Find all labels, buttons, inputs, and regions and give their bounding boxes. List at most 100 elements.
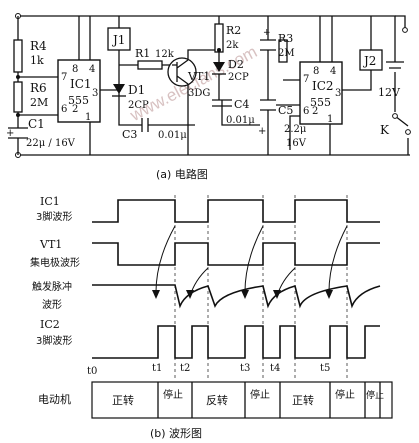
label-text: 2CP (128, 100, 149, 111)
label-text: IC2 (312, 79, 334, 93)
ic2-chip (299, 61, 343, 125)
label-text: 4 (330, 66, 336, 77)
motor-label: 电动机 (38, 392, 71, 406)
row-label-ic1: IC1 (40, 195, 60, 208)
label-text: J1 (111, 33, 125, 47)
row-sub-ic2: 3脚波形 (36, 334, 72, 347)
label-text: C4 (234, 98, 249, 111)
j1-wires (100, 16, 142, 126)
motor-state-1: 正转 (112, 393, 134, 407)
ic2-wires (276, 16, 358, 155)
r1-resistor (137, 60, 163, 70)
time-label-t5: t5 (320, 363, 330, 374)
motor-state-6: 停止 (335, 388, 355, 401)
label-text: C1 (28, 117, 45, 131)
row-labels: IC1 3脚波形 VT1 集电极波形 触发脉冲 波形 IC2 3脚波形 (30, 195, 80, 347)
label-text: R2 (226, 24, 241, 37)
circuit-caption: (a) 电路图 (156, 168, 208, 181)
label-text: 2 (72, 104, 78, 115)
motor-state-strip (91, 381, 393, 419)
label-text: 3 (92, 88, 98, 99)
r2-resistor (214, 23, 224, 53)
ic1-waveform (92, 199, 380, 223)
row-sub-trig: 波形 (42, 298, 62, 311)
switch-k (394, 115, 409, 155)
label-text: 6 (61, 104, 67, 115)
label-text: 8 (313, 66, 319, 77)
vt1-waveform (92, 242, 380, 266)
label-text: + (258, 126, 266, 137)
ic2-waveform (92, 325, 380, 359)
circuit-diagram: www.elecfans.com + R4 1k R6 2M C1 22μ / … (6, 13, 411, 181)
label-text: C5 (278, 104, 293, 117)
c1-capacitor (8, 127, 28, 139)
label-text: D2 (228, 58, 244, 71)
label-text: VT1 (187, 70, 210, 83)
time-label-t1: t1 (152, 363, 162, 374)
label-text: R1 (135, 47, 150, 60)
label-text: 1k (30, 54, 44, 67)
label-text: 4 (89, 64, 95, 75)
r4-resistor (13, 39, 23, 73)
label-text: 2M (278, 48, 295, 59)
row-label-vt1: VT1 (39, 238, 62, 251)
label-text: K (380, 123, 390, 137)
time-label-t4: t4 (270, 363, 280, 374)
motor-state-8: 停止 (366, 389, 384, 401)
label-text: 16V (286, 138, 307, 149)
label-text: D1 (128, 83, 145, 97)
battery (386, 61, 404, 69)
label-text: 12V (378, 86, 401, 99)
label-text: 3 (335, 88, 341, 99)
label-text: IC1 (70, 77, 92, 91)
r3-resistor (278, 39, 288, 63)
row-label-ic2: IC2 (40, 318, 60, 331)
label-text: C3 (122, 128, 137, 141)
r6-resistor (13, 81, 23, 113)
c4-capacitor (212, 99, 232, 107)
label-text: R3 (278, 32, 293, 45)
label-text: 2k (226, 40, 239, 51)
time-label-t0: t0 (87, 366, 97, 377)
c2-capacitor (260, 39, 276, 51)
trigger-arrows (152, 225, 348, 299)
label-text: 7 (303, 74, 309, 85)
label-text: R6 (30, 81, 47, 95)
motor-state-3: 反转 (206, 393, 228, 407)
waveform-caption: (b) 波形图 (150, 427, 202, 440)
label-text: J2 (362, 54, 376, 68)
label-text: 7 (61, 72, 67, 83)
label-text: 2CP (228, 72, 249, 83)
motor-state-5: 正转 (292, 393, 314, 407)
row-sub-ic1: 3脚波形 (36, 210, 72, 223)
label-text: 12k (155, 49, 175, 60)
row-label-trig: 触发脉冲 (32, 280, 72, 293)
motor-state-2: 停止 (163, 388, 183, 401)
label-text: 555 (310, 96, 331, 109)
ic1-wires (18, 16, 91, 155)
label-text: 2M (30, 96, 48, 109)
label-text: 0.01μ (226, 115, 255, 126)
c3-capacitor (141, 118, 195, 132)
label-text: + (263, 28, 271, 38)
trigger-waveform (92, 284, 381, 309)
motor-state-4: 停止 (250, 388, 270, 401)
label-text: R4 (30, 39, 47, 53)
label-text: 555 (68, 94, 89, 107)
c5-capacitor (260, 99, 276, 111)
label-text: 1 (327, 114, 333, 125)
time-label-t2: t2 (180, 363, 190, 374)
d2-diode (213, 62, 225, 72)
label-text: 22μ / 16V (26, 138, 76, 149)
label-text: 8 (72, 64, 78, 75)
time-labels: t0 t1 t2 t3 t4 t5 (87, 363, 330, 377)
label-text: 0.01μ (158, 130, 187, 141)
label-text: 3DG (188, 88, 210, 99)
time-label-t3: t3 (240, 363, 250, 374)
row-sub-vt1: 集电极波形 (30, 256, 80, 269)
label-text: 2 (312, 106, 318, 117)
label-text: 6 (303, 106, 309, 117)
label-text: + (6, 128, 14, 139)
label-text: 2.2μ (284, 124, 307, 135)
